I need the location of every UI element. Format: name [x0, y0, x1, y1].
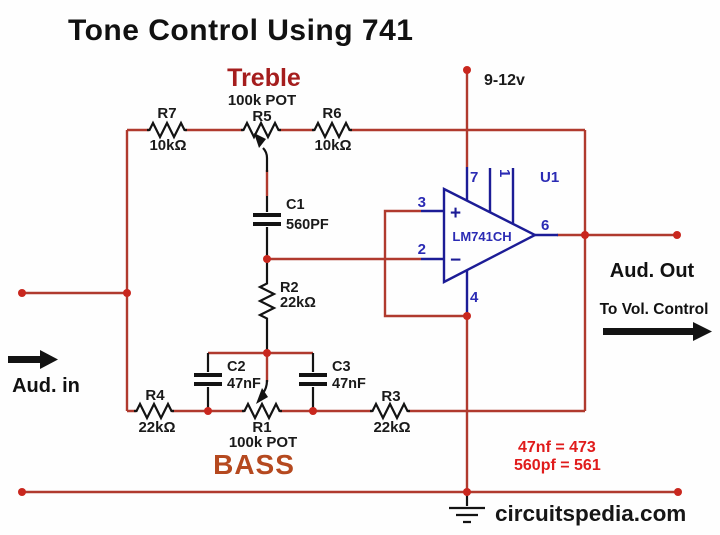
r1-value: 100k POT [229, 434, 297, 451]
c3-value: 47nF [332, 376, 366, 392]
cap-c2-plates [194, 373, 222, 386]
supply-label: 9-12v [484, 72, 525, 89]
junction-dot [18, 289, 26, 297]
u1-pin2-label: 2 [418, 241, 426, 258]
aud-in-label: Aud. in [12, 375, 80, 397]
junction-dot [581, 231, 589, 239]
junction-dot [18, 488, 26, 496]
treble-wiper-arm [262, 147, 269, 172]
ground-symbol-icon [449, 492, 485, 524]
r3-ref: R3 [381, 388, 400, 405]
resistors [134, 120, 410, 421]
aud-in-arrow-icon [8, 350, 58, 369]
junction-dot [463, 66, 471, 74]
opamp-u1 [421, 167, 558, 316]
r4-value: 22kΩ [138, 419, 175, 436]
junction-dot [263, 349, 271, 357]
to-vol-control-label: To Vol. Control [600, 301, 709, 318]
r2-value: 22kΩ [280, 295, 316, 311]
r2-ref: R2 [280, 280, 299, 296]
c1-value: 560PF [286, 217, 329, 233]
aud-out-arrow-icon [603, 322, 712, 341]
r7-value: 10kΩ [149, 137, 186, 154]
resistor-r7 [147, 120, 187, 140]
r7-ref: R7 [157, 105, 176, 122]
u1-pin1-label: 1 [496, 169, 513, 177]
u1-pin4-label: 4 [470, 289, 479, 306]
u1-noninverting-sign: + [450, 203, 461, 224]
potentiometer-r1 [242, 401, 282, 421]
u1-part-number: LM741CH [452, 229, 511, 244]
r1-ref: R1 [252, 419, 271, 436]
treble-section-label: Treble [227, 64, 301, 92]
r5-ref: R5 [252, 108, 271, 125]
u1-pin3-label: 3 [418, 194, 426, 211]
u1-designator: U1 [540, 169, 559, 186]
junction-dot [463, 488, 471, 496]
resistor-r3 [370, 401, 410, 421]
r6-ref: R6 [322, 105, 341, 122]
cap-c3-plates [299, 373, 327, 386]
cap-c1-plates [253, 213, 281, 226]
resistor-r2 [257, 281, 277, 321]
junction-dots [18, 66, 682, 496]
junction-dot [463, 312, 471, 320]
note-47nf: 47nf = 473 [518, 439, 596, 456]
branding-watermark: circuitspedia.com [495, 501, 686, 526]
resistor-r4 [134, 401, 174, 421]
u1-inverting-sign: − [450, 250, 461, 271]
junction-dot [674, 488, 682, 496]
u1-pin6-label: 6 [541, 217, 549, 234]
r3-value: 22kΩ [373, 419, 410, 436]
bass-wiper-arrow-icon [256, 388, 268, 404]
junction-dot [204, 407, 212, 415]
aud-out-label: Aud. Out [610, 260, 695, 282]
c2-value: 47nF [227, 376, 261, 392]
junction-dot [673, 231, 681, 239]
page-title: Tone Control Using 741 [68, 14, 413, 47]
c2-ref: C2 [227, 359, 246, 375]
treble-wiper-arrow-icon [254, 133, 266, 148]
junction-dot [123, 289, 131, 297]
bass-section-label: BASS [213, 449, 295, 480]
c3-ref: C3 [332, 359, 351, 375]
pot-wipers [254, 133, 269, 404]
junction-dot [263, 255, 271, 263]
c1-ref: C1 [286, 197, 305, 213]
r5-value: 100k POT [228, 92, 296, 109]
note-560pf: 560pf = 561 [514, 457, 601, 474]
potentiometer-r5 [241, 120, 281, 140]
resistor-r6 [312, 120, 352, 140]
r6-value: 10kΩ [314, 137, 351, 154]
capacitors [194, 196, 327, 411]
junction-dot [309, 407, 317, 415]
pin3-ground-wire [383, 209, 467, 318]
r4-ref: R4 [145, 387, 165, 404]
wire-network [22, 70, 678, 494]
u1-pin7-label: 7 [470, 169, 478, 186]
